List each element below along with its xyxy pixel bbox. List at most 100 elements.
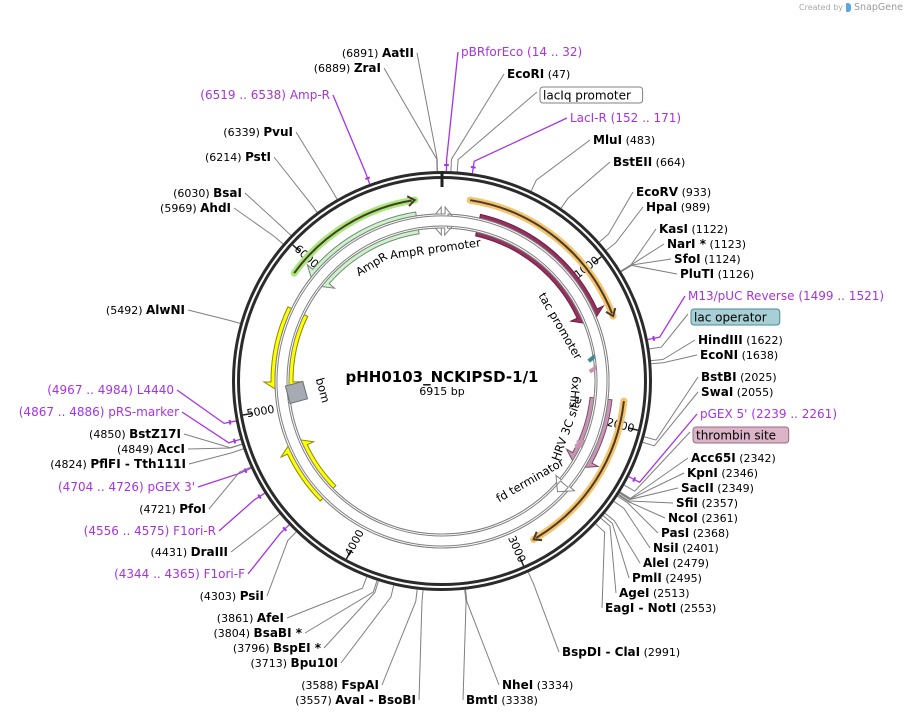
orf-arcs[interactable] <box>290 195 628 543</box>
enzyme-label[interactable]: (3861) AfeI <box>217 611 284 625</box>
enzyme-label[interactable]: (5492) AlwNI <box>106 303 185 317</box>
enzyme-label[interactable]: BstBI (2025) <box>701 370 777 384</box>
site-label-text: EcoRV (933) <box>636 185 711 199</box>
feature-box-label[interactable]: thrombin site <box>692 426 790 444</box>
enzyme-label[interactable]: (4850) BstZ17I <box>89 427 181 441</box>
tick-mark <box>518 556 525 567</box>
site-name: AccI <box>157 442 185 456</box>
enzyme-label[interactable]: NcoI (2361) <box>668 511 738 525</box>
enzyme-label[interactable]: BstEII (664) <box>613 155 685 169</box>
enzyme-label[interactable]: HindIII (1622) <box>698 333 783 347</box>
enzyme-label[interactable]: SfiI (2357) <box>676 496 738 510</box>
feature-box[interactable] <box>692 426 790 444</box>
leader-line <box>595 523 606 609</box>
enzyme-label[interactable]: (6030) BsaI <box>173 186 242 200</box>
enzyme-label[interactable]: (3713) Bpu10I <box>250 656 338 670</box>
enzyme-label[interactable]: (3588) FspAI <box>301 678 379 692</box>
enzyme-label[interactable]: Acc65I (2342) <box>691 451 776 465</box>
site-name: LacI-R <box>570 111 607 125</box>
enzyme-label[interactable]: (5969) AhdI <box>160 201 231 215</box>
primer-label[interactable]: (4556 .. 4575) F1ori-R <box>84 524 216 538</box>
site-label-text: AleI (2479) <box>643 556 709 570</box>
site-name: BspDI - ClaI <box>562 645 640 659</box>
promoter-arrow-icon[interactable] <box>274 205 610 549</box>
enzyme-label[interactable]: (6214) PstI <box>205 150 271 164</box>
enzyme-label[interactable]: HpaI (989) <box>646 200 710 214</box>
orf-line[interactable] <box>293 199 412 274</box>
enzyme-label[interactable]: (4721) PfoI <box>139 502 206 516</box>
orf-line[interactable] <box>535 401 625 539</box>
enzyme-label[interactable]: (4303) PsiI <box>200 589 264 603</box>
leader-line <box>649 313 689 350</box>
enzyme-label[interactable]: SfoI (1124) <box>674 252 741 266</box>
site-name: NcoI <box>668 511 698 525</box>
bom-box-icon[interactable] <box>284 380 309 405</box>
enzyme-label[interactable]: (3557) AvaI - BsoBI <box>295 693 416 707</box>
enzyme-label[interactable]: AgeI (2513) <box>619 586 690 600</box>
enzyme-label[interactable]: SacII (2349) <box>681 481 754 495</box>
feature-box[interactable] <box>690 308 781 326</box>
leader-line <box>381 589 418 686</box>
primer-label[interactable]: LacI-R (152 .. 171) <box>570 111 681 125</box>
primer-label[interactable]: M13/pUC Reverse (1499 .. 1521) <box>688 289 884 303</box>
enzyme-label[interactable]: (3796) BspEI * <box>233 641 322 655</box>
enzyme-label[interactable]: EcoRV (933) <box>636 185 711 199</box>
enzyme-label[interactable]: (4431) DraIII <box>151 545 228 559</box>
leader-line <box>340 585 395 664</box>
enzyme-label[interactable]: PasI (2368) <box>661 526 729 540</box>
feature-box[interactable] <box>539 86 644 104</box>
site-name: HpaI <box>646 200 677 214</box>
primer-label[interactable]: pGEX 5' (2239 .. 2261) <box>700 407 837 421</box>
site-name: Bpu10I <box>291 656 338 670</box>
feature-box-label[interactable]: lac operator <box>690 308 781 326</box>
leader-line <box>642 391 699 447</box>
site-name: NarI * <box>667 237 707 251</box>
enzyme-label[interactable]: PluTI (1126) <box>680 267 754 281</box>
leader-line <box>651 354 698 365</box>
enzyme-label[interactable]: (6889) ZraI <box>314 61 381 75</box>
plasmid-backbone[interactable] <box>232 171 652 591</box>
enzyme-label[interactable]: NheI (3334) <box>502 678 573 692</box>
primer-label[interactable]: (4867 .. 4886) pRS-marker <box>19 405 179 419</box>
enzyme-label[interactable]: (6339) PvuI <box>223 125 293 139</box>
enzyme-label[interactable]: KpnI (2346) <box>687 466 758 480</box>
site-label-text: EagI - NotI (2553) <box>605 601 716 615</box>
enzyme-label[interactable]: BspDI - ClaI (2991) <box>562 645 680 659</box>
primer-site-icon <box>632 476 637 483</box>
enzyme-label[interactable]: (6891) AatII <box>342 46 414 60</box>
primer-label[interactable]: (6519 .. 6538) Amp-R <box>200 88 330 102</box>
enzyme-label[interactable]: KasI (1122) <box>659 222 728 236</box>
enzyme-label[interactable]: SwaI (2055) <box>701 385 773 399</box>
enzyme-label[interactable]: MluI (483) <box>593 133 655 147</box>
enzyme-label[interactable]: PmlI (2495) <box>632 571 702 585</box>
enzyme-label[interactable]: EagI - NotI (2553) <box>605 601 716 615</box>
enzyme-label[interactable]: BmtI (3338) <box>466 693 538 707</box>
enzyme-label[interactable]: (4824) PflFI - Tth111I <box>50 457 186 471</box>
primer-label[interactable]: (4344 .. 4365) F1ori-F <box>114 567 245 581</box>
feature-box-label[interactable]: lacIq promoter <box>539 86 644 104</box>
primer-label[interactable]: (4967 .. 4984) L4440 <box>47 383 174 397</box>
site-label-text: (4824) PflFI - Tth111I <box>50 457 186 471</box>
primer-label[interactable]: (4704 .. 4726) pGEX 3' <box>58 480 195 494</box>
enzyme-label[interactable]: EcoNI (1638) <box>700 348 778 362</box>
site-position: (2349) <box>717 482 754 495</box>
enzyme-label[interactable]: (4849) AccI <box>117 442 185 456</box>
orf-line[interactable] <box>470 199 613 314</box>
enzyme-label[interactable]: AleI (2479) <box>643 556 709 570</box>
site-label-text: KasI (1122) <box>659 222 728 236</box>
site-name: F1ori-R <box>173 524 216 538</box>
site-label-text: (5492) AlwNI <box>106 303 185 317</box>
map-center-title: pHH0103_NCKIPSD-1/1 6915 bp <box>346 368 539 398</box>
enzyme-label[interactable]: NsiI (2401) <box>653 541 719 555</box>
site-name: DraIII <box>191 545 228 559</box>
enzyme-label[interactable]: (3804) BsaBI * <box>213 626 302 640</box>
site-labels[interactable]: pBRforEco (14 .. 32) EcoRI (47) lacIq prom… <box>19 45 884 707</box>
leader-line <box>599 191 634 243</box>
leader-line <box>462 589 467 701</box>
enzyme-label[interactable]: EcoRI (47) <box>507 67 570 81</box>
site-position: (47) <box>548 68 571 81</box>
terminator-icon[interactable] <box>276 215 608 547</box>
primer-label[interactable]: pBRforEco (14 .. 32) <box>461 45 582 59</box>
enzyme-label[interactable]: NarI * (1123) <box>667 237 746 251</box>
